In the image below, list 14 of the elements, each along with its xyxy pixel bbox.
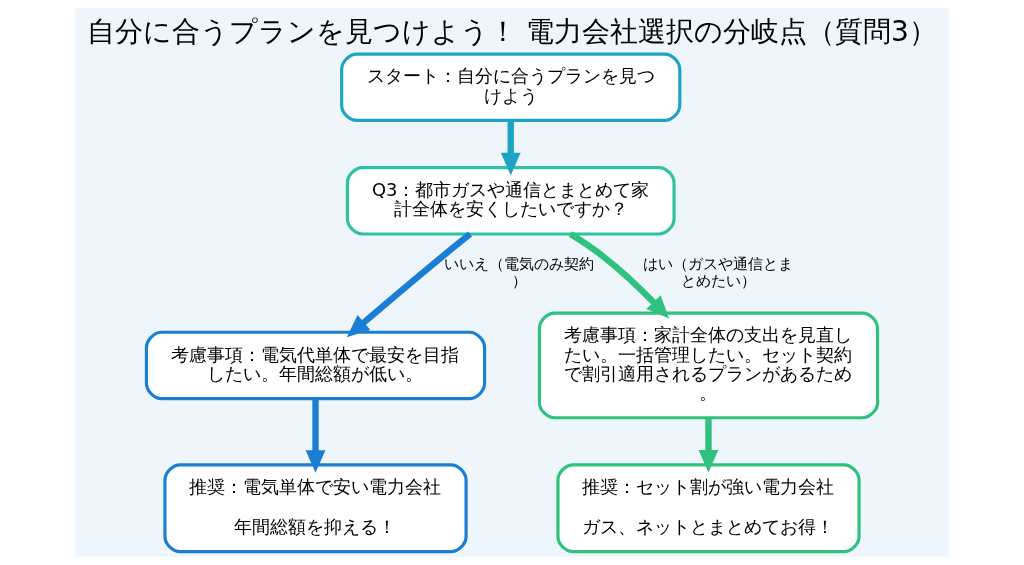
edge-label: いいえ（電気のみ契約） xyxy=(444,255,595,290)
arrow xyxy=(500,120,521,176)
arrow xyxy=(568,231,670,319)
node-box: 推奨：電気単体で安い電力会社 年間総額を抑える！ xyxy=(163,463,468,554)
node-box: スタート：自分に合うプランを見つけよう xyxy=(340,52,682,123)
arrow xyxy=(698,417,719,473)
diagram-title: 自分に合うプランを見つけよう！ 電力会社選択の分岐点（質問3） xyxy=(87,14,937,48)
arrow xyxy=(346,231,473,338)
node-box: 考慮事項：電気代単体で最安を目指したい。年間総額が低い。 xyxy=(144,330,487,401)
arrow xyxy=(305,398,326,473)
node-box: 推奨：セット割が強い電力会社 ガス、ネットとまとめてお得！ xyxy=(556,463,861,554)
node-box: 考慮事項：家計全体の支出を見直したい。一括管理したい。セット契約で割引適用されるプランがあるため。 xyxy=(537,311,880,420)
edge-label: はい（ガスや通信とまとめたい） xyxy=(643,255,794,290)
node-box: Q3：都市ガスや通信とまとめて家計全体を安くしたいですか？ xyxy=(345,166,676,236)
